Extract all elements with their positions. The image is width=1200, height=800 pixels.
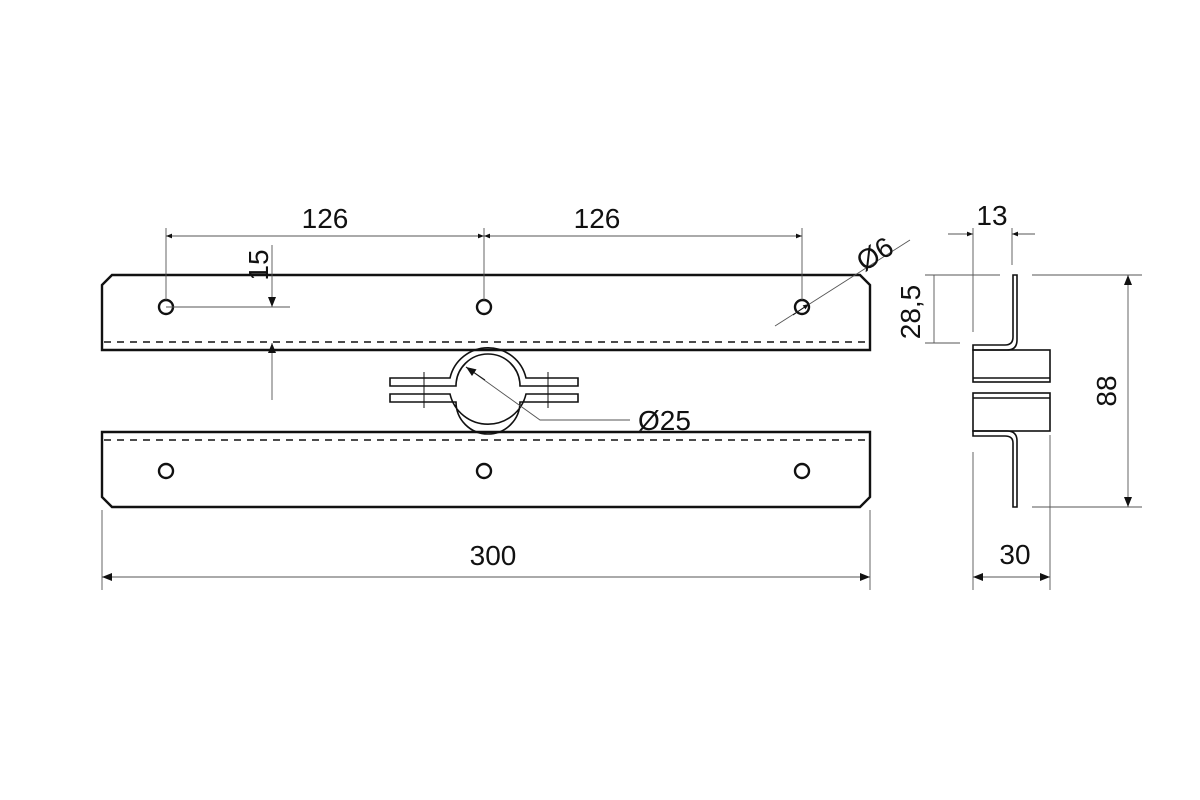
dimension-hole-diameter: Ø6 [774,231,911,327]
dimension-hole-offset: 15 [166,245,290,400]
bottom-bar [100,430,872,509]
dim-28-5: 28,5 [895,285,926,340]
dimension-flange-offset: 13 [948,200,1035,332]
pipe-clamp [389,347,579,435]
dim-30: 30 [999,539,1030,570]
dim-15: 15 [243,249,274,280]
dim-13: 13 [976,200,1007,231]
side-view [972,274,1051,508]
dim-126-right: 126 [574,203,621,234]
hole [475,298,493,316]
dimension-total-length: 300 [101,510,871,590]
dim-126-left: 126 [302,203,349,234]
dim-300: 300 [470,540,517,571]
dimension-total-height: 88 [1032,274,1142,508]
hole [793,462,811,480]
top-bar [100,273,872,352]
dim-88: 88 [1091,375,1122,406]
dimension-flange-height: 28,5 [895,274,1000,344]
dimension-hole-spacing: 126 126 [165,203,803,300]
hole [157,462,175,480]
dim-diameter-6: Ø6 [851,231,899,277]
dimension-depth: 30 [972,435,1051,590]
dim-diameter-25: Ø25 [638,405,691,436]
hole [475,462,493,480]
dimension-clamp-diameter: Ø25 [465,366,691,436]
